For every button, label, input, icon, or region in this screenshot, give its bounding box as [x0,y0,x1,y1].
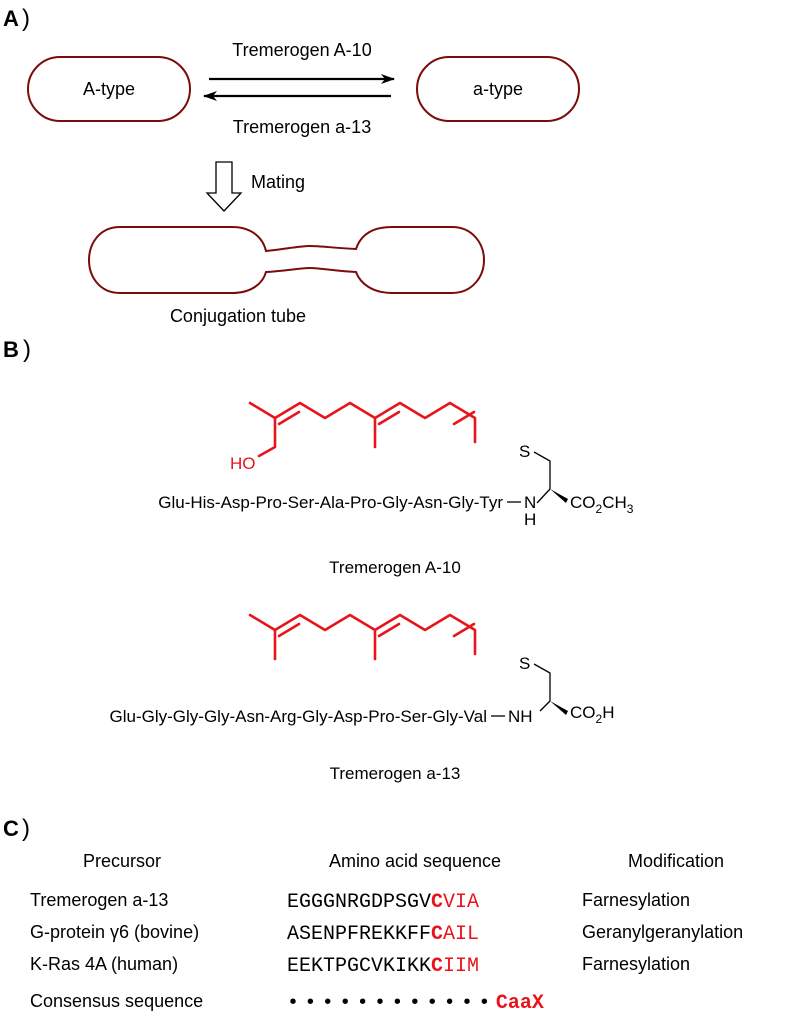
header-precursor: Precursor [83,851,161,871]
acid-group: CO2H [570,703,614,726]
row-sequence: ASENPFREKKFFCAIL [287,923,479,946]
double-bond-2a [277,622,301,638]
panel-a-label: A [3,6,19,31]
mating-arrow [205,161,243,212]
double-bond-2 [377,410,401,426]
panel-b-paren: ) [23,336,31,363]
cys-side-chain-2 [533,663,551,701]
panel-a-paren: ) [22,5,30,32]
panel-c-label: C [3,816,19,841]
conjugation-tube-label: Conjugation tube [170,306,306,326]
row-precursor: K-Ras 4A (human) [30,954,178,974]
panel-c: C ) Precursor Amino acid sequence Modifi… [3,815,743,1015]
row-modification: Geranylgeranylation [582,922,743,942]
row-sequence: EEKTPGCVKIKKCIIM [287,955,479,978]
hydroxyl-label: HO [230,454,256,473]
panel-a: A ) A-type a-type Tremerogen A-10 Tremer… [3,5,580,326]
structure-1-name: Tremerogen A-10 [329,558,461,577]
structure-2-cysteine: S NH CO2H Glu-Gly-Gly-Gly-Asn-Arg-Gly-As… [110,654,615,783]
double-bond-3 [452,410,476,426]
peptide-sequence-2: Glu-Gly-Gly-Gly-Asn-Arg-Gly-Asp-Pro-Ser-… [110,707,488,726]
row-precursor: Tremerogen a-13 [30,890,168,910]
cell-right-label: a-type [473,79,523,99]
panel-b-label: B [3,337,19,362]
ester-group: CO2CH3 [570,493,634,516]
conjugation-tube-shape [87,226,486,294]
structure-2 [248,613,477,661]
row-modification: Farnesylation [582,890,690,910]
sulfur-label-1: S [519,442,530,461]
n-bond-2 [539,700,551,712]
row-sequence: EGGGNRGDPSGVCVIA [287,891,479,914]
consensus-label: Consensus sequence [30,991,203,1011]
wedge-bond-2 [550,701,568,715]
a-type-cell-right [416,56,580,122]
a-type-cell-left [27,56,191,122]
reverse-arrow-label: Tremerogen a-13 [233,117,371,137]
structure-2-name: Tremerogen a-13 [330,764,461,783]
row-modification: Farnesylation [582,954,690,974]
table-row: K-Ras 4A (human) EEKTPGCVKIKKCIIM Farnes… [30,954,690,978]
table-row: G-protein γ6 (bovine) ASENPFREKKFFCAIL G… [30,922,743,946]
structure-1: HO [230,401,477,473]
amine-h-label: H [524,510,536,529]
row-precursor: G-protein γ6 (bovine) [30,922,199,942]
double-bond-1 [277,410,301,426]
n-bond-1 [536,488,551,504]
header-modification: Modification [628,851,724,871]
cys-side-chain-1 [533,451,551,489]
table-row: Tremerogen a-13 EGGGNRGDPSGVCVIA Farnesy… [30,890,690,914]
amine-label-2: NH [508,707,533,726]
header-sequence: Amino acid sequence [329,851,501,871]
double-bond-2c [452,622,476,638]
amine-n-label: N [524,493,536,512]
sulfur-label-2: S [519,654,530,673]
forward-arrow-label: Tremerogen A-10 [232,40,371,60]
structure-1-cysteine: S N H CO2CH3 Glu-His-Asp-Pro-Ser-Ala-Pro… [158,442,634,577]
peptide-sequence-1: Glu-His-Asp-Pro-Ser-Ala-Pro-Gly-Asn-Gly-… [158,493,503,512]
hydroxymethyl-branch [257,416,277,458]
wedge-bond-1 [550,489,568,503]
panel-b: B ) HO S N H CO2CH3 Glu-His-A [3,336,634,783]
consensus-sequence: ••••••••••••CaaX [287,992,544,1015]
cell-left-label: A-type [83,79,135,99]
mating-label: Mating [251,172,305,192]
consensus-row: Consensus sequence ••••••••••••CaaX [30,991,544,1015]
panel-c-paren: ) [22,815,30,842]
double-bond-2b [377,622,401,638]
